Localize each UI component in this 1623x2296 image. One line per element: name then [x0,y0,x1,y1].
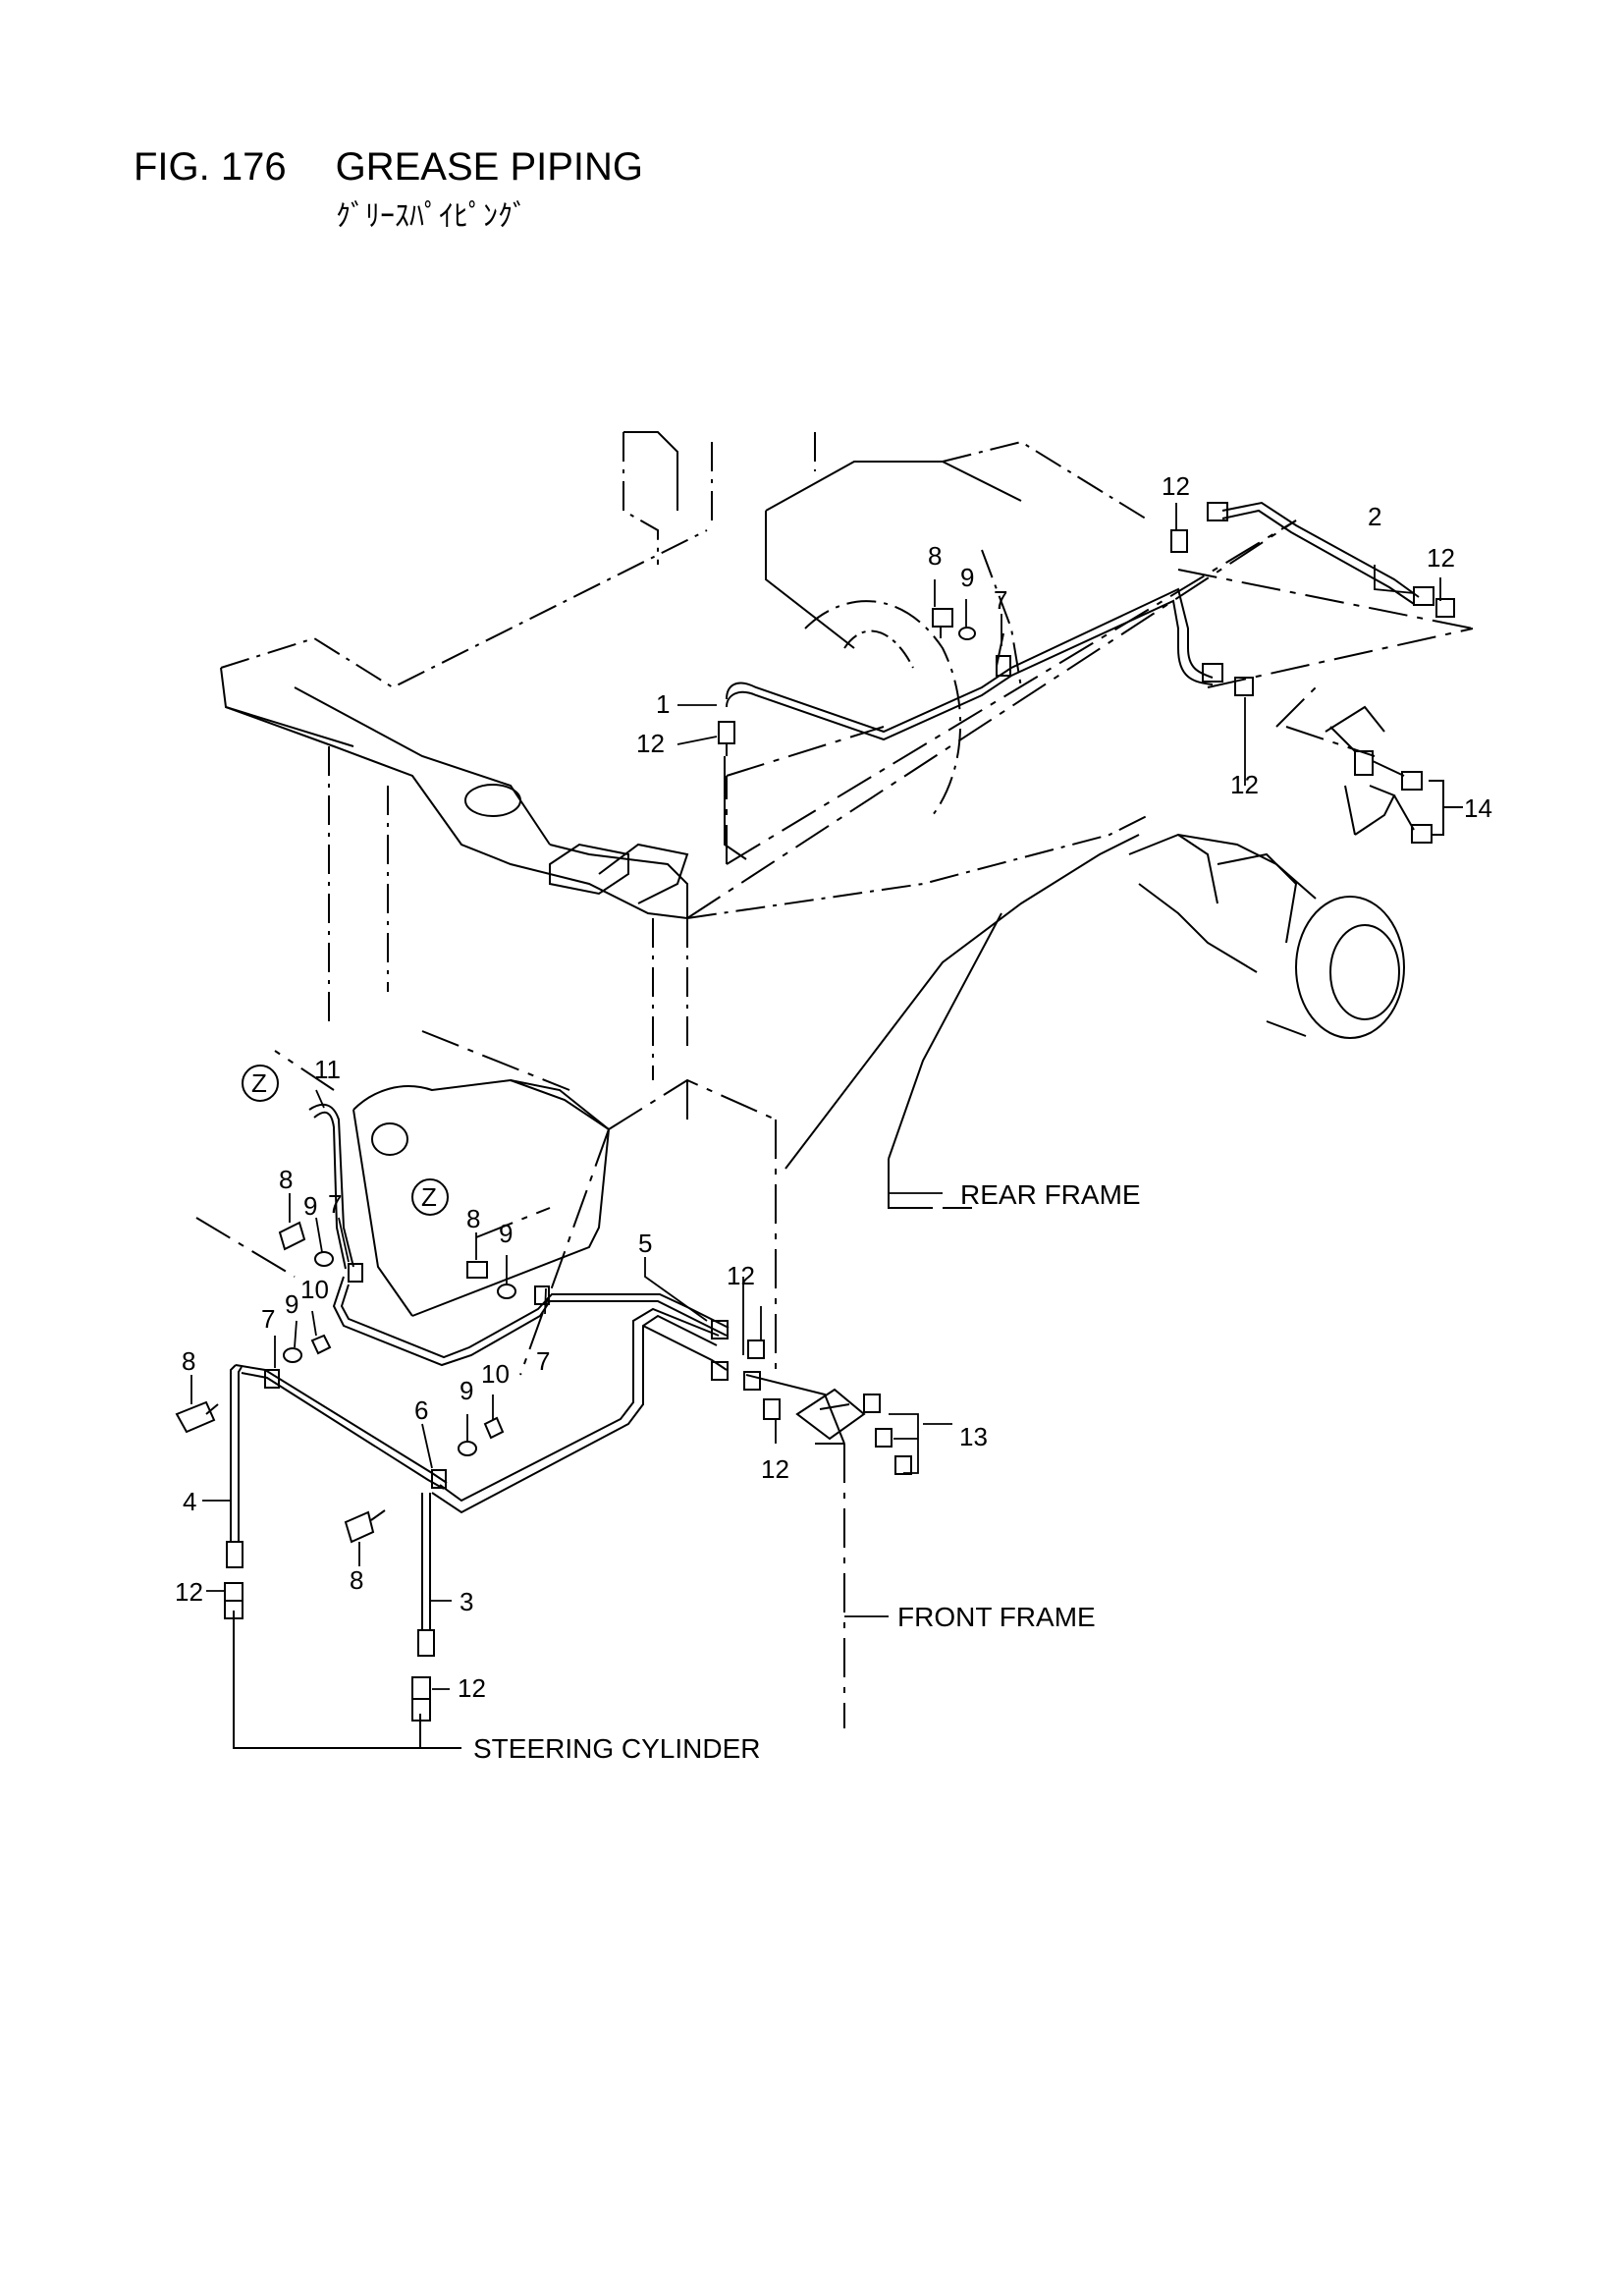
callout-12-upper-left: 12 [636,729,665,758]
callout-12-upper-center: 12 [1230,770,1259,799]
callout-14: 14 [1464,793,1492,823]
callout-labels: 1 2 3 4 5 6 7 7 7 7 8 8 8 8 8 9 9 9 9 9 … [175,471,1492,1703]
callout-9-lower: 9 [460,1376,473,1405]
callout-8-z-area: 8 [279,1165,293,1194]
callout-7-left-upper: 7 [328,1189,342,1219]
rear-frame-label: REAR FRAME [960,1179,1141,1210]
upper-pipe-assembly [718,501,1463,860]
title-block: FIG. 176 GREASE PIPING ｸﾞﾘｰｽﾊﾟｲﾋﾟﾝｸﾞ [134,145,643,235]
callout-1: 1 [656,689,670,719]
callout-2: 2 [1368,502,1381,531]
front-frame-body [195,1030,845,1728]
reference-mark-z-2-text: Z [421,1182,437,1212]
callout-12-center-top: 12 [727,1261,755,1290]
callout-6: 6 [414,1395,428,1425]
callout-8-lower: 8 [350,1565,363,1595]
callout-7-upper: 7 [994,585,1007,615]
reference-mark-z-1: Z [242,1065,279,1102]
callout-12-top: 12 [1162,471,1190,501]
figure-name: GREASE PIPING [335,145,644,189]
figure-number: FIG. 176 [134,145,287,189]
callout-8-left: 8 [182,1346,195,1376]
leader-lines [190,503,1441,1690]
callout-4: 4 [183,1487,196,1516]
callout-9-left: 9 [285,1289,298,1319]
callout-12-cylinder: 12 [458,1673,486,1703]
front-frame-label: FRONT FRAME [897,1602,1096,1632]
figure-title: FIG. 176 GREASE PIPING [134,145,643,190]
callout-3: 3 [460,1587,473,1616]
callout-13: 13 [959,1422,988,1451]
callout-7-left-lower: 7 [261,1304,275,1334]
callout-9-z-area: 9 [303,1191,317,1221]
reference-mark-z-1-text: Z [251,1068,267,1098]
callout-5: 5 [638,1229,652,1258]
figure-name-japanese: ｸﾞﾘｰｽﾊﾟｲﾋﾟﾝｸﾞ [336,199,527,234]
callout-9-upper: 9 [960,563,974,592]
callout-8-center: 8 [466,1204,480,1233]
lower-pipe-assembly [175,1103,912,1749]
callout-10-left: 10 [300,1275,329,1304]
callout-12-top-right: 12 [1427,543,1455,573]
callout-7-center: 7 [536,1346,550,1376]
callout-10-lower: 10 [481,1359,510,1389]
callout-12-center-bottom: 12 [761,1454,789,1484]
callout-12-left-bottom: 12 [175,1577,203,1607]
upper-guide-lines [686,519,1474,919]
callout-8-upper: 8 [928,541,942,571]
reference-mark-z-2: Z [411,1178,449,1216]
rear-frame-body [220,431,1405,1209]
callout-9-center: 9 [499,1219,513,1248]
area-labels: REAR FRAME FRONT FRAME STEERING CYLINDER [473,1179,1141,1764]
steering-cylinder-label: STEERING CYLINDER [473,1733,761,1764]
callout-11: 11 [314,1055,341,1084]
